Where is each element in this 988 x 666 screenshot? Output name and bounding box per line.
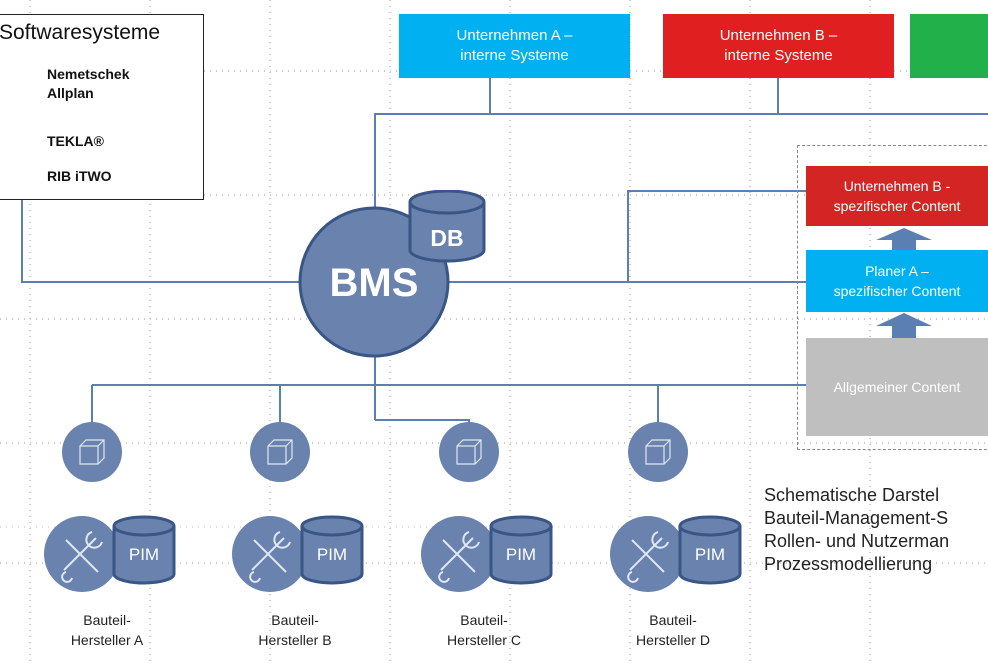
manufacturer-label-line2: Hersteller A	[70, 632, 144, 648]
content-stack-frame	[797, 145, 988, 450]
software-item-tekla: TEKLA®	[47, 133, 104, 149]
company-a-line2: interne Systeme	[460, 47, 569, 64]
manufacturer-label-line1: Bauteil-	[460, 612, 508, 628]
cube-icon	[439, 422, 499, 482]
company-a-line1: Unternehmen A –	[456, 27, 573, 44]
content-planer-a-line1: Planer A –	[865, 263, 929, 279]
db-cylinder-icon: DB	[408, 190, 486, 263]
network-lines	[21, 78, 988, 424]
cube-icon	[250, 422, 310, 482]
manufacturer-node: PIM	[421, 422, 553, 592]
tools-icon	[421, 516, 497, 592]
pim-label: PIM	[129, 545, 159, 564]
software-item-allplan: Nemetschek Allplan	[47, 66, 130, 101]
content-planer-a-line2: spezifischer Content	[833, 283, 961, 299]
manufacturer-label-line1: Bauteil-	[271, 612, 319, 628]
caption-line: Prozessmodellierung	[764, 554, 933, 574]
manufacturer-label-line1: Bauteil-	[83, 612, 131, 628]
cube-icon	[62, 422, 122, 482]
bms-hub: BMS DB	[298, 190, 486, 358]
manufacturer-label: Bauteil- Hersteller A	[47, 610, 167, 650]
content-company-b: Unternehmen B - spezifischer Content	[806, 166, 988, 226]
pim-cylinder-icon: PIM	[678, 515, 742, 585]
manufacturer-node: PIM	[610, 422, 742, 592]
manufacturer-label-line1: Bauteil-	[649, 612, 697, 628]
pim-cylinder-icon: PIM	[300, 515, 364, 585]
manufacturer-label: Bauteil- Hersteller B	[235, 610, 355, 650]
pim-label: PIM	[317, 545, 347, 564]
manufacturer-label: Bauteil- Hersteller C	[424, 610, 544, 650]
manufacturer-node: PIM	[44, 422, 176, 592]
content-company-b-line2: spezifischer Content	[833, 198, 961, 214]
bms-label: BMS	[330, 261, 419, 305]
manufacturer-label: Bauteil- Hersteller D	[613, 610, 733, 650]
company-c-box	[910, 14, 988, 78]
content-company-b-line1: Unternehmen B -	[843, 178, 951, 194]
pim-label: PIM	[506, 545, 536, 564]
manufacturer-label-line2: Hersteller D	[636, 632, 710, 648]
software-systems-panel: Softwaresysteme Nemetschek Allplan TEKLA…	[0, 14, 204, 200]
company-b-box: Unternehmen B – interne Systeme	[663, 14, 894, 78]
manufacturer-label-line2: Hersteller C	[447, 632, 521, 648]
software-item-itwo: RIB iTWO	[47, 168, 112, 184]
company-a-box: Unternehmen A – interne Systeme	[399, 14, 630, 78]
company-b-line2: interne Systeme	[724, 47, 833, 64]
content-general-label: Allgemeiner Content	[833, 379, 961, 395]
company-b-line1: Unternehmen B –	[719, 27, 838, 44]
content-general: Allgemeiner Content	[806, 338, 988, 436]
content-planer-a: Planer A – spezifischer Content	[806, 250, 988, 312]
pim-cylinder-icon: PIM	[112, 515, 176, 585]
software-systems-title: Softwaresysteme	[0, 21, 161, 44]
caption-line: Schematische Darstel	[764, 485, 940, 505]
cube-icon	[628, 422, 688, 482]
tools-icon	[232, 516, 308, 592]
pim-cylinder-icon: PIM	[489, 515, 553, 585]
db-label: DB	[430, 225, 463, 251]
pim-label: PIM	[695, 545, 725, 564]
diagram-caption: Schematische Darstel Bauteil-Management-…	[764, 484, 949, 576]
tools-icon	[44, 516, 120, 592]
caption-line: Rollen- und Nutzerman	[764, 531, 950, 551]
manufacturer-node: PIM	[232, 422, 364, 592]
manufacturer-label-line2: Hersteller B	[258, 632, 332, 648]
tools-icon	[610, 516, 686, 592]
caption-line: Bauteil-Management-S	[764, 508, 949, 528]
